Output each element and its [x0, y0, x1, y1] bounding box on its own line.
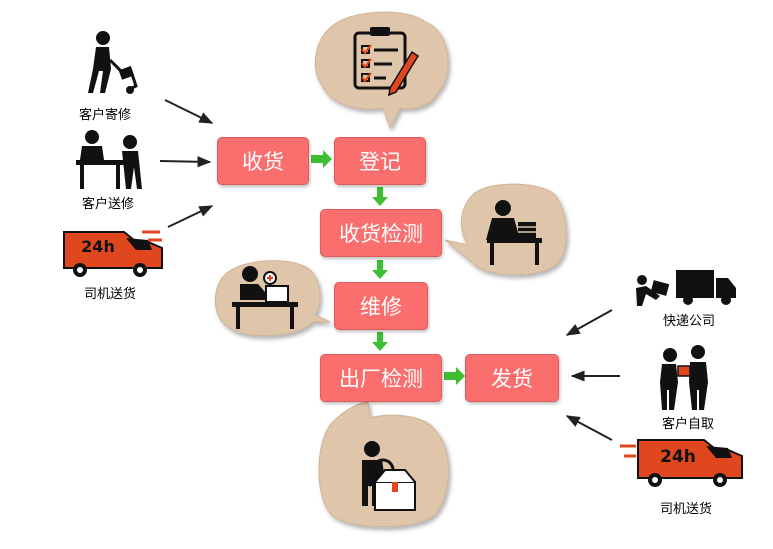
flow-arrow-receive-register	[311, 150, 332, 168]
delivery-truck-left-icon: 24h	[63, 230, 163, 277]
checklist-bubble	[314, 11, 449, 130]
customer-at-counter-icon	[76, 130, 142, 189]
inspector-at-desk-icon	[486, 200, 542, 265]
input-arrow-1	[164, 99, 214, 124]
person-hand-truck-icon	[88, 31, 138, 94]
input-arrow-2	[159, 156, 212, 168]
label-express: 快递公司	[662, 314, 716, 329]
flow-arrow-inspect-repair	[372, 260, 388, 279]
svg-text:24h: 24h	[81, 237, 115, 256]
input-arrow-3	[167, 205, 214, 228]
step-receive-inspect: 收货检测	[320, 209, 442, 257]
flow-arrow-register-inspect	[372, 187, 388, 206]
repairman-with-box-icon	[232, 266, 298, 329]
flow-arrow-factory-ship	[444, 367, 465, 385]
step-factory-inspect: 出厂检测	[320, 354, 442, 402]
package-handoff-icon	[660, 345, 708, 410]
factory-inspect-bubble	[318, 401, 449, 528]
clipboard-checklist-icon	[353, 27, 420, 97]
courier-truck-icon	[636, 270, 736, 306]
step-receive: 收货	[217, 137, 309, 185]
label-customer-deliver: 客户送修	[81, 197, 135, 212]
label-mail-repair: 客户寄修	[78, 108, 132, 123]
delivery-truck-right-icon: 24h	[620, 439, 743, 487]
step-repair: 维修	[334, 282, 428, 330]
label-driver-deliver-left: 司机送货	[83, 287, 137, 302]
label-self-pickup: 客户自取	[661, 417, 715, 432]
output-arrow-1	[565, 309, 613, 336]
step-ship: 发货	[465, 354, 559, 402]
svg-text:24h: 24h	[660, 447, 696, 467]
output-arrow-3	[565, 415, 613, 441]
label-driver-deliver-right: 司机送货	[659, 502, 713, 517]
step-register: 登记	[334, 137, 426, 185]
inspector-magnifier-box-icon	[362, 441, 416, 511]
flow-arrow-repair-factory	[372, 332, 388, 351]
